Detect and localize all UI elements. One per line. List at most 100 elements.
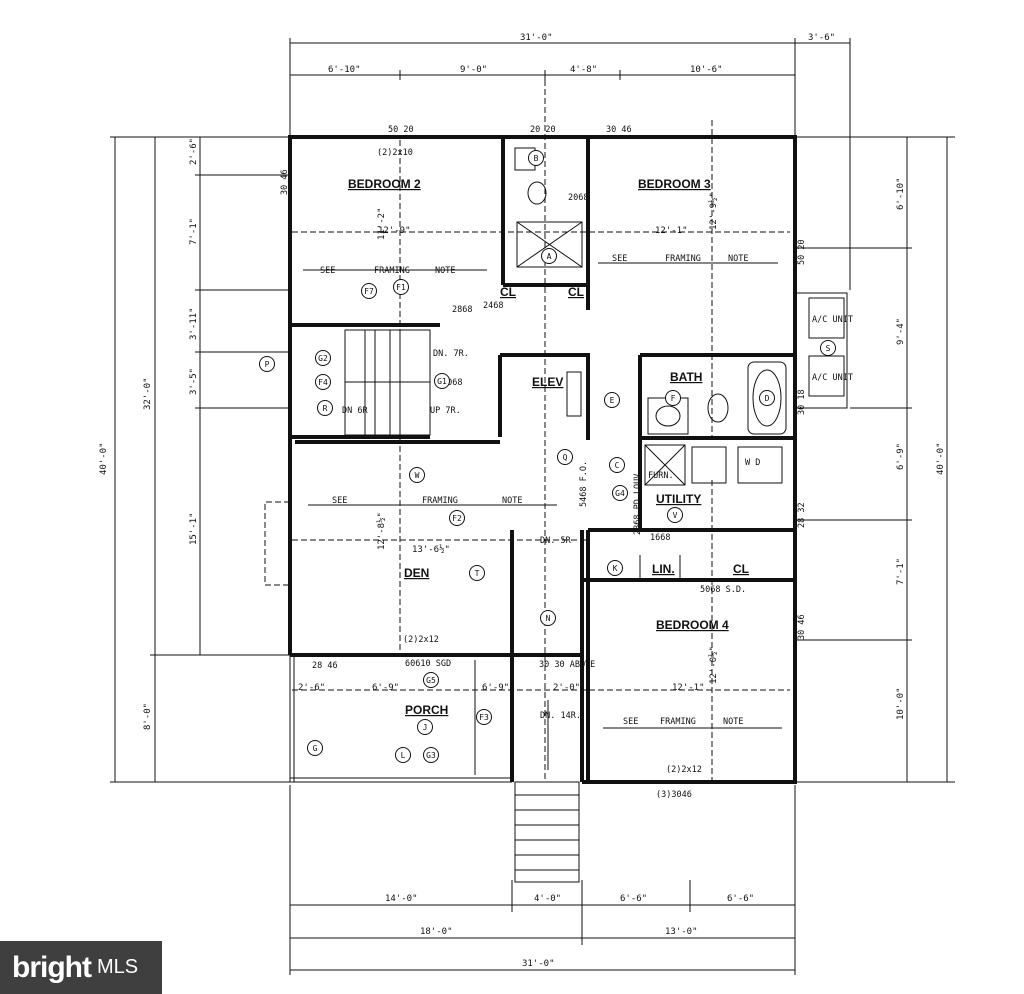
room-closet-b: CL (568, 285, 584, 299)
tag-g3: G3 (423, 747, 439, 763)
tag-n: N (540, 610, 556, 626)
dim-bed4-h: 12'-0½" (708, 646, 719, 684)
tag-label: F7 (364, 287, 374, 296)
framing-note-4-framing: FRAMING (660, 717, 696, 727)
dim-bed2-h: 11'-2" (377, 207, 387, 240)
window-7: 28 32 (797, 502, 807, 528)
dim-bottom-e: 18'-0" (420, 927, 453, 937)
exterior-walls (288, 135, 848, 784)
dim-porch-a: 2'-6" (298, 683, 325, 693)
window-6: 28 46 (312, 661, 338, 671)
tag-label: Q (563, 453, 568, 462)
window-2: 20 20 (530, 125, 556, 135)
window-above: 30 30 ABOVE (539, 660, 595, 670)
window-1: 50 20 (388, 125, 414, 135)
header-den: (2)2x12 (403, 635, 439, 645)
sgd-door: 60610 SGD (405, 659, 451, 669)
framing-arrows (303, 262, 782, 775)
dim-den-h: 12'-8½" (376, 512, 387, 550)
dim-top-d: 10'-6" (690, 65, 723, 75)
front-stair (514, 700, 580, 883)
framing-note-3-framing: FRAMING (422, 496, 458, 506)
main-stair (344, 329, 431, 436)
dim-left-e: 15'-1" (189, 512, 199, 545)
tag-label: G4 (615, 489, 625, 498)
framing-note-3-see: SEE (332, 496, 347, 506)
room-closet: CL (733, 562, 749, 576)
tag-label: G2 (318, 354, 328, 363)
tag-label: T (475, 569, 480, 578)
bright-mls-watermark: bright MLS (0, 941, 162, 994)
tag-d: D (759, 390, 775, 406)
framing-note-1-framing: FRAMING (374, 266, 410, 276)
room-bedroom-4: BEDROOM 4 (656, 618, 729, 632)
framing-note-2-framing: FRAMING (665, 254, 701, 264)
dim-porch-d: 2'-0" (553, 683, 580, 693)
tag-v: V (667, 507, 683, 523)
tag-label: P (265, 360, 270, 369)
tag-c: C (609, 457, 625, 473)
dim-den-w: 13'-6½" (412, 544, 450, 555)
louver-door: 2868 PD LOUV. (633, 468, 643, 535)
tag-label: B (534, 154, 539, 163)
tag-t: T (469, 565, 485, 581)
tag-label: G5 (426, 676, 436, 685)
interior-walls (290, 137, 795, 782)
tag-s: S (820, 340, 836, 356)
framing-note-4-note: NOTE (723, 717, 743, 727)
room-porch: PORCH (405, 703, 448, 717)
dim-top-b: 9'-0" (460, 65, 487, 75)
dim-porch-c: 6'-9" (482, 683, 509, 693)
room-bath: BATH (670, 370, 702, 384)
door-2468: 2468 (483, 301, 503, 311)
sd-door: 5068 S.D. (700, 585, 746, 595)
dim-top-a: 6'-10" (328, 65, 361, 75)
dim-bottom-c: 6'-6" (620, 894, 647, 904)
room-elev: ELEV (532, 375, 563, 389)
ac-unit-1: A/C UNIT (812, 315, 853, 325)
washer-dryer-label: W D (745, 458, 760, 468)
tag-q: Q (557, 449, 573, 465)
tag-label: F (671, 394, 676, 403)
tag-label: V (673, 511, 678, 520)
framing-note-1-note: NOTE (435, 266, 455, 276)
room-den: DEN (404, 566, 429, 580)
top-dimensions: 31'-0" 3'-6" 6'-10" 9'-0" 4'-8" 10'-6" (289, 33, 851, 290)
room-utility: UTILITY (656, 492, 701, 506)
room-bedroom-3: BEDROOM 3 (638, 177, 711, 191)
fo-label: 5468 F.O. (579, 461, 589, 507)
dim-left-total: 40'-0" (99, 442, 109, 475)
dim-porch-b: 6'-9" (372, 683, 399, 693)
tag-r: R (317, 400, 333, 416)
tag-label: G (313, 744, 318, 753)
tag-f4: F4 (315, 374, 331, 390)
tag-label: W (415, 471, 420, 480)
tag-label: F4 (318, 378, 328, 387)
tag-label: E (610, 396, 615, 405)
window-5: 50 20 (797, 239, 807, 265)
dim-bed4-w: 12'-1" (672, 683, 705, 693)
framing-note-4-see: SEE (623, 717, 638, 727)
dim-bottom-total: 31'-0" (522, 959, 555, 969)
brand-suffix: MLS (96, 956, 139, 978)
fixtures (514, 147, 845, 486)
dim-left-porch: 8'-0" (143, 703, 153, 730)
tag-label: G3 (426, 751, 436, 760)
dim-bottom-f: 13'-0" (665, 927, 698, 937)
dim-left-b: 7'-1" (189, 218, 199, 245)
dim-left-a: 2'-6" (189, 138, 199, 165)
dim-bottom-d: 6'-6" (727, 894, 754, 904)
left-dimensions: 40'-0" 32'-0" 8'-0" 2'-6" 7'-1" 3'-11" 3… (99, 136, 290, 783)
tag-j: J (417, 719, 433, 735)
tag-e: E (604, 392, 620, 408)
window-3: 30 46 (606, 125, 632, 135)
framing-note-1-see: SEE (320, 266, 335, 276)
tag-label: A (547, 252, 552, 261)
tag-f1: F1 (393, 279, 409, 295)
tag-g2: G2 (315, 350, 331, 366)
tag-g1: G1 (434, 373, 450, 389)
right-dimensions: 6'-10" 9'-4" 6'-9" 7'-1" 10'-0" 40'-0" (795, 136, 955, 783)
stair-dn-7r: DN. 7R. (433, 349, 469, 359)
